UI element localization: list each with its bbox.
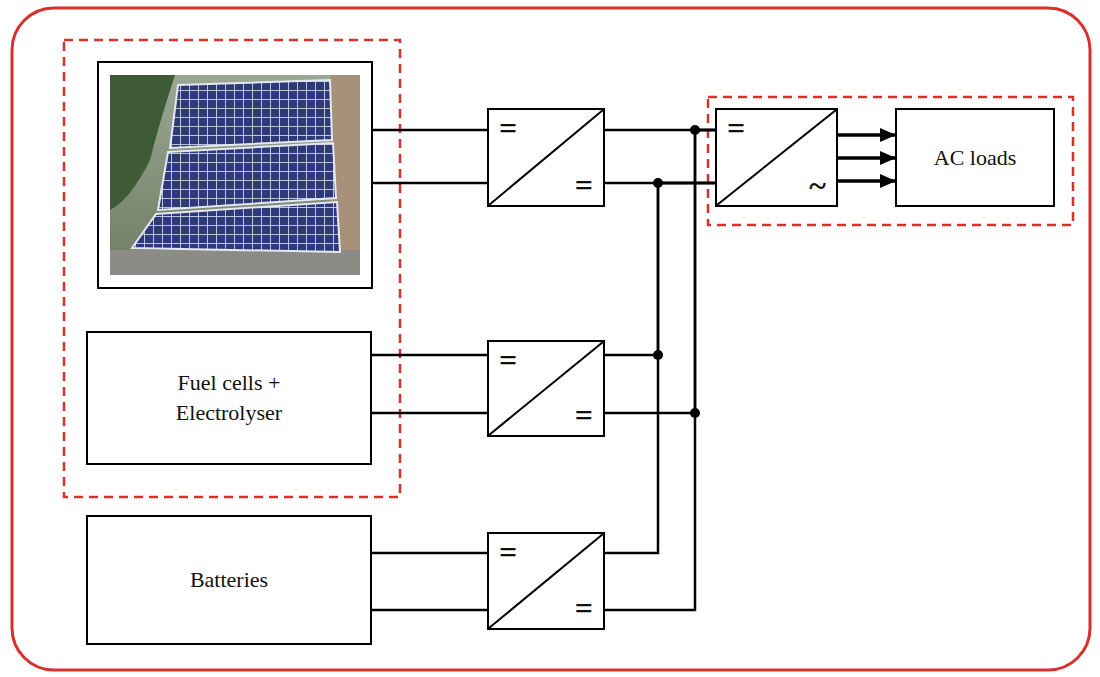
box-label: Fuel cells + Electrolyser <box>171 368 288 427</box>
power-arrow <box>838 179 895 183</box>
converter-symbol: = <box>499 536 517 568</box>
dc-dc-converter: == <box>487 340 605 437</box>
dc-wire <box>605 183 715 355</box>
load-box: AC loads <box>895 108 1055 207</box>
dc-ac-inverter: =~ <box>715 108 838 207</box>
dc-wire <box>372 552 487 555</box>
converter-symbol: = <box>499 112 517 144</box>
pv-panel-photo <box>98 62 372 288</box>
box-label: Batteries <box>190 565 268 595</box>
dc-wire <box>605 130 715 610</box>
power-arrow <box>838 156 895 160</box>
source-group-frame <box>64 40 400 497</box>
converter-symbol: = <box>499 344 517 376</box>
power-arrow <box>838 133 895 137</box>
ac-group-frame <box>708 97 1073 225</box>
dc-wire <box>605 183 715 553</box>
converter-symbol: ~ <box>809 169 826 201</box>
dc-wire <box>372 354 487 357</box>
system-boundary <box>12 8 1090 670</box>
pv-wires <box>372 130 487 183</box>
storage-box: Batteries <box>86 515 372 645</box>
dc-wire <box>605 130 715 413</box>
dc-wire <box>372 412 487 415</box>
dc-dc-converter: == <box>487 532 605 630</box>
box-label: AC loads <box>934 143 1017 173</box>
converter-symbol: = <box>727 112 745 144</box>
converter-symbol: = <box>575 169 593 201</box>
converter-symbol: = <box>575 399 593 431</box>
dc-dc-converter: == <box>487 108 605 207</box>
source-box: Fuel cells + Electrolyser <box>86 331 372 465</box>
converter-symbol: = <box>575 592 593 624</box>
junction-dots <box>653 125 700 418</box>
dc-wire <box>372 609 487 612</box>
